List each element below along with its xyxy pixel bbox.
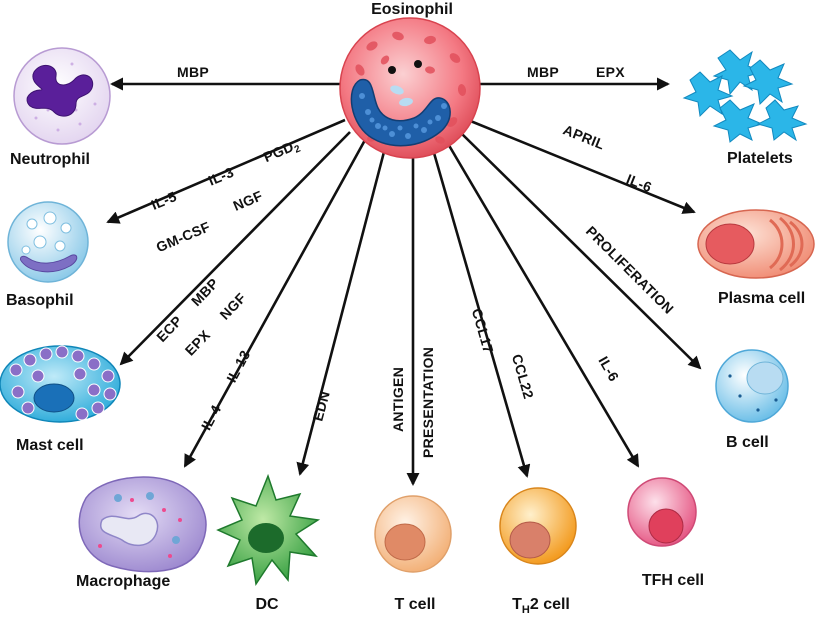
basophil-label: Basophil bbox=[6, 292, 74, 309]
macrophage-nucleus bbox=[99, 512, 159, 547]
t-cell-label: T cell bbox=[395, 596, 436, 613]
eosinophil-cell bbox=[339, 17, 481, 159]
basophil-cell bbox=[7, 201, 89, 283]
tfh-cell bbox=[627, 477, 697, 547]
b-cell-label: B cell bbox=[726, 434, 769, 451]
mast-cell bbox=[0, 345, 121, 423]
b-cell-nucleus bbox=[746, 361, 784, 395]
mediator-th2-ccl17: CCL17 bbox=[469, 307, 497, 355]
neutrophil-label: Neutrophil bbox=[10, 151, 90, 168]
dc-cell bbox=[216, 473, 321, 587]
macrophage-cell bbox=[78, 476, 207, 573]
th2-cell bbox=[499, 487, 577, 565]
mediator-neutrophil-mbp: MBP bbox=[177, 64, 209, 80]
macrophage-label: Macrophage bbox=[76, 573, 170, 590]
basophil-nucleus bbox=[19, 254, 78, 273]
mediator-tfh-il6: IL-6 bbox=[595, 354, 622, 385]
mediator-plasma-april: APRIL bbox=[561, 121, 607, 152]
mediator-tcell-presentation: PRESENTATION bbox=[420, 347, 436, 458]
tfh-cell-nucleus bbox=[648, 508, 684, 544]
mediator-th2-ccl22: CCL22 bbox=[509, 352, 537, 400]
neutrophil-cell bbox=[13, 47, 111, 145]
platelets-label: Platelets bbox=[727, 150, 793, 167]
mediator-plasma-il6: IL-6 bbox=[624, 171, 654, 196]
mediator-macrophage-il13: IL-13 bbox=[223, 347, 253, 385]
mediator-bcell-proliferation: PROLIFERATION bbox=[583, 223, 677, 317]
b-cell bbox=[715, 349, 789, 423]
th2-cell-nucleus bbox=[509, 521, 551, 559]
neutrophil-nucleus bbox=[26, 64, 94, 117]
arrow-to-basophil bbox=[106, 118, 346, 224]
plasma-cell-label: Plasma cell bbox=[718, 290, 805, 307]
arrow-to-th2-cell bbox=[430, 145, 531, 478]
mediator-basophil-ngf: NGF bbox=[231, 187, 265, 214]
th2-cell-label: TH2 cell bbox=[512, 596, 570, 616]
dc-nucleus bbox=[248, 523, 284, 553]
arrow-to-macrophage bbox=[183, 139, 367, 468]
mediator-mast-ecp: ECP bbox=[153, 313, 185, 345]
arrow-to-tfh-cell bbox=[445, 141, 640, 468]
mediator-macrophage-il4: IL-4 bbox=[198, 402, 224, 433]
t-cell bbox=[374, 495, 452, 573]
mast-cell-nucleus bbox=[33, 383, 75, 413]
arrow-to-plasma-cell bbox=[467, 118, 696, 214]
mediator-tcell-antigen: ANTIGEN bbox=[390, 367, 406, 432]
plasma-cell bbox=[697, 209, 815, 279]
mediator-mast-epx: EPX bbox=[182, 326, 214, 358]
arrow-to-mast-cell bbox=[119, 131, 351, 366]
mediator-mast-ngf: NGF bbox=[216, 290, 249, 323]
mediator-platelets-epx: EPX bbox=[596, 64, 625, 80]
arrow-to-b-cell bbox=[461, 133, 702, 370]
mast-cell-label: Mast cell bbox=[16, 437, 84, 454]
mediator-basophil-gmcsf: GM-CSF bbox=[154, 218, 213, 255]
mediator-basophil-il5: IL-5 bbox=[149, 188, 179, 213]
plasma-cell-nucleus bbox=[705, 223, 755, 265]
tfh-cell-label: TFH cell bbox=[642, 572, 704, 589]
mediator-dc-edn: EDN bbox=[309, 389, 332, 423]
arrows bbox=[106, 77, 702, 486]
dc-label: DC bbox=[255, 596, 279, 613]
t-cell-nucleus bbox=[384, 523, 426, 561]
platelets-cells bbox=[682, 49, 808, 143]
eosinophil-label: Eosinophil bbox=[371, 1, 453, 18]
arrow-to-dc bbox=[296, 147, 387, 476]
mediator-platelets-mbp: MBP bbox=[527, 64, 559, 80]
mediator-mast-mbp: MBP bbox=[188, 275, 222, 309]
